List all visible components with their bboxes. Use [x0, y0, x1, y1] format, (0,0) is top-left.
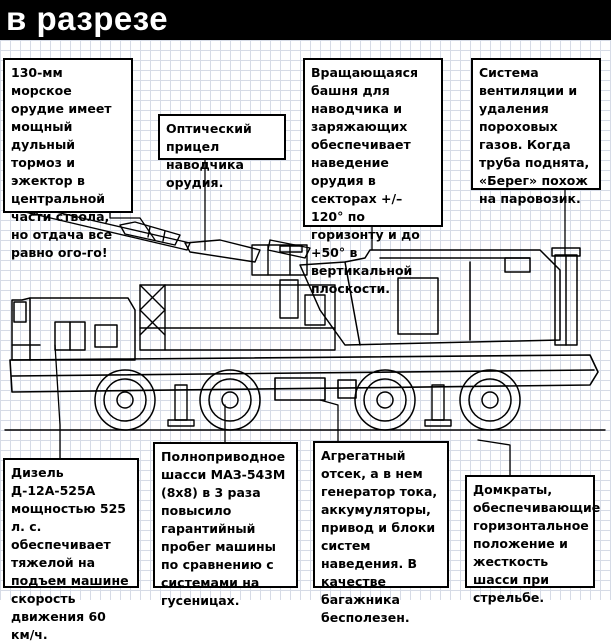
callout-engine: Дизель Д-12А-525А мощностью 525 л. с. об… — [3, 458, 139, 642]
callout-ventilation: Система вентиляции и удаления пороховых … — [471, 58, 601, 206]
wheel — [354, 369, 416, 431]
header-bar: в разрезе — [0, 0, 611, 40]
callout-gun: 130-мм морское орудие имеет мощный дульн… — [3, 58, 133, 260]
callout-chassis: Полноприводное шасси МАЗ-543М (8х8) в 3 … — [153, 442, 298, 608]
wheel — [459, 369, 521, 431]
leader-lines — [54, 159, 566, 476]
jack-rear — [424, 384, 452, 427]
callout-jacks: Домкраты, обеспечивающие горизонтальное … — [465, 475, 600, 605]
jack-front — [167, 384, 195, 427]
leader-jacks — [477, 439, 511, 476]
callout-generator: Агрегатный отсек, а в нем генератор тока… — [313, 441, 449, 625]
wheel — [94, 369, 156, 431]
wheel — [199, 369, 261, 431]
leader-gun — [109, 212, 156, 241]
callout-sight: Оптический прицел наводчика орудия. — [158, 114, 286, 190]
jacks — [167, 384, 452, 427]
vehicle-drawing — [4, 159, 606, 476]
mid-compartment — [139, 279, 336, 351]
callout-turret: Вращающаяся башня для наводчика и заряжа… — [303, 58, 443, 296]
gun-mantlet — [251, 239, 311, 276]
page-title: в разрезе — [6, 0, 169, 37]
leader-engine — [54, 344, 61, 459]
ventilation-tube — [551, 247, 581, 346]
leader-generator — [319, 399, 339, 442]
driver-cab — [11, 297, 136, 361]
